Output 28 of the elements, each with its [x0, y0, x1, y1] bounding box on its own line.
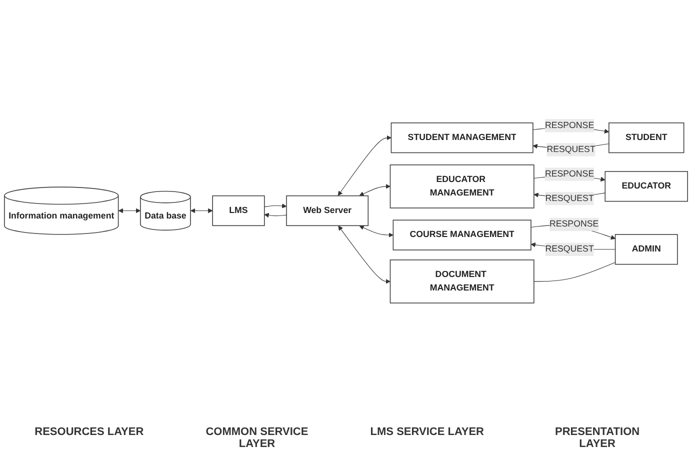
node-box: LMS [212, 195, 265, 226]
edge-label: RESPONSE [544, 120, 594, 130]
edge-label: RESPONSE [550, 219, 599, 229]
layer-label: COMMON SERVICE LAYER [204, 426, 310, 450]
node-box: COURSE MANAGEMENT [392, 220, 532, 250]
arrow [264, 212, 287, 218]
arrow [338, 226, 390, 284]
node-box: DOCUMENT MANAGEMENT [390, 259, 534, 304]
connector [534, 262, 616, 282]
arrow [359, 225, 394, 238]
layer-label: RESOURCES LAYER [34, 426, 144, 440]
arrow [190, 208, 213, 214]
node-box: STUDENT [608, 122, 684, 154]
edge-label: RESQUEST [545, 194, 594, 203]
node-box: ADMIN [614, 234, 678, 265]
node-box: EDUCATOR [604, 171, 688, 202]
edge-label: RESQUEST [546, 144, 596, 154]
node-box: EDUCATOR MANAGEMENT [390, 164, 534, 208]
arrow [264, 204, 287, 208]
arrow [338, 135, 392, 196]
arrow [118, 208, 141, 214]
edge-label: RESQUEST [545, 244, 594, 254]
node-box: STUDENT MANAGEMENT [390, 122, 534, 154]
edge-label: RESPONSE [544, 169, 594, 179]
node-box: Web Server [286, 195, 369, 226]
layer-label: PRESENTATION LAYER [554, 426, 641, 450]
layer-label: LMS SERVICE LAYER [370, 426, 484, 440]
arrow [359, 184, 390, 196]
